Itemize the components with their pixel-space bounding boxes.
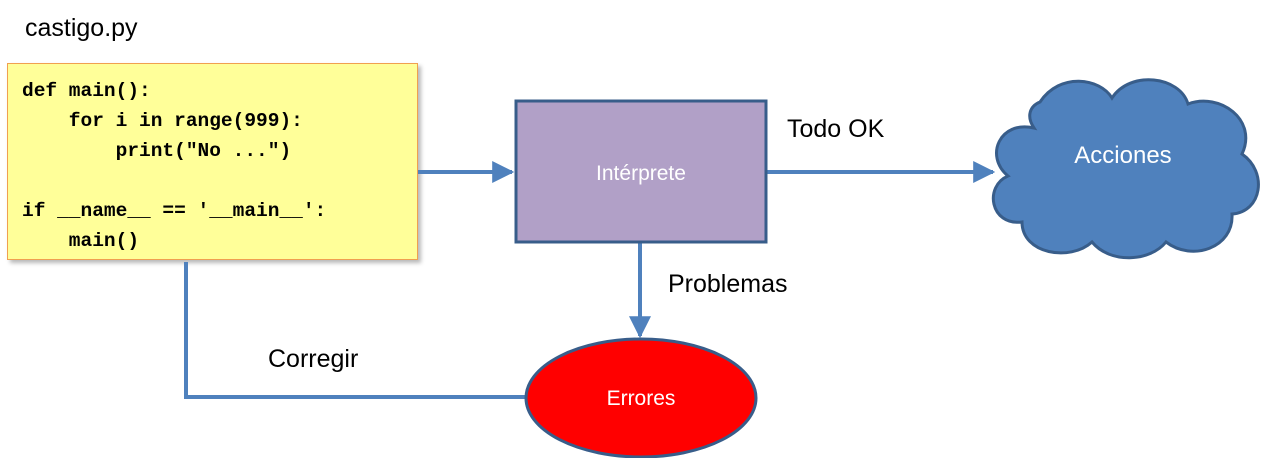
- errors-label: Errores: [607, 387, 676, 410]
- corregir-label: Corregir: [268, 345, 358, 373]
- problemas-label: Problemas: [668, 270, 788, 298]
- interpreter-label: Intérprete: [596, 162, 686, 185]
- code-line: print("No ..."): [22, 140, 292, 162]
- code-box: def main(): for i in range(999): print("…: [7, 63, 418, 260]
- interpreter-box: [514, 99, 768, 244]
- errors-ellipse: [524, 337, 758, 458]
- code-listing: def main(): for i in range(999): print("…: [22, 76, 326, 256]
- file-name-label: castigo.py: [25, 14, 138, 42]
- code-line: def main():: [22, 80, 151, 102]
- todo-ok-label: Todo OK: [787, 115, 885, 143]
- code-line: main(): [22, 230, 140, 252]
- actions-cloud: [991, 78, 1260, 260]
- code-line: if __name__ == '__main__':: [22, 200, 327, 222]
- connector-errors-to-code: [184, 262, 525, 399]
- actions-label: Acciones: [1074, 142, 1171, 169]
- code-line: for i in range(999):: [22, 110, 303, 132]
